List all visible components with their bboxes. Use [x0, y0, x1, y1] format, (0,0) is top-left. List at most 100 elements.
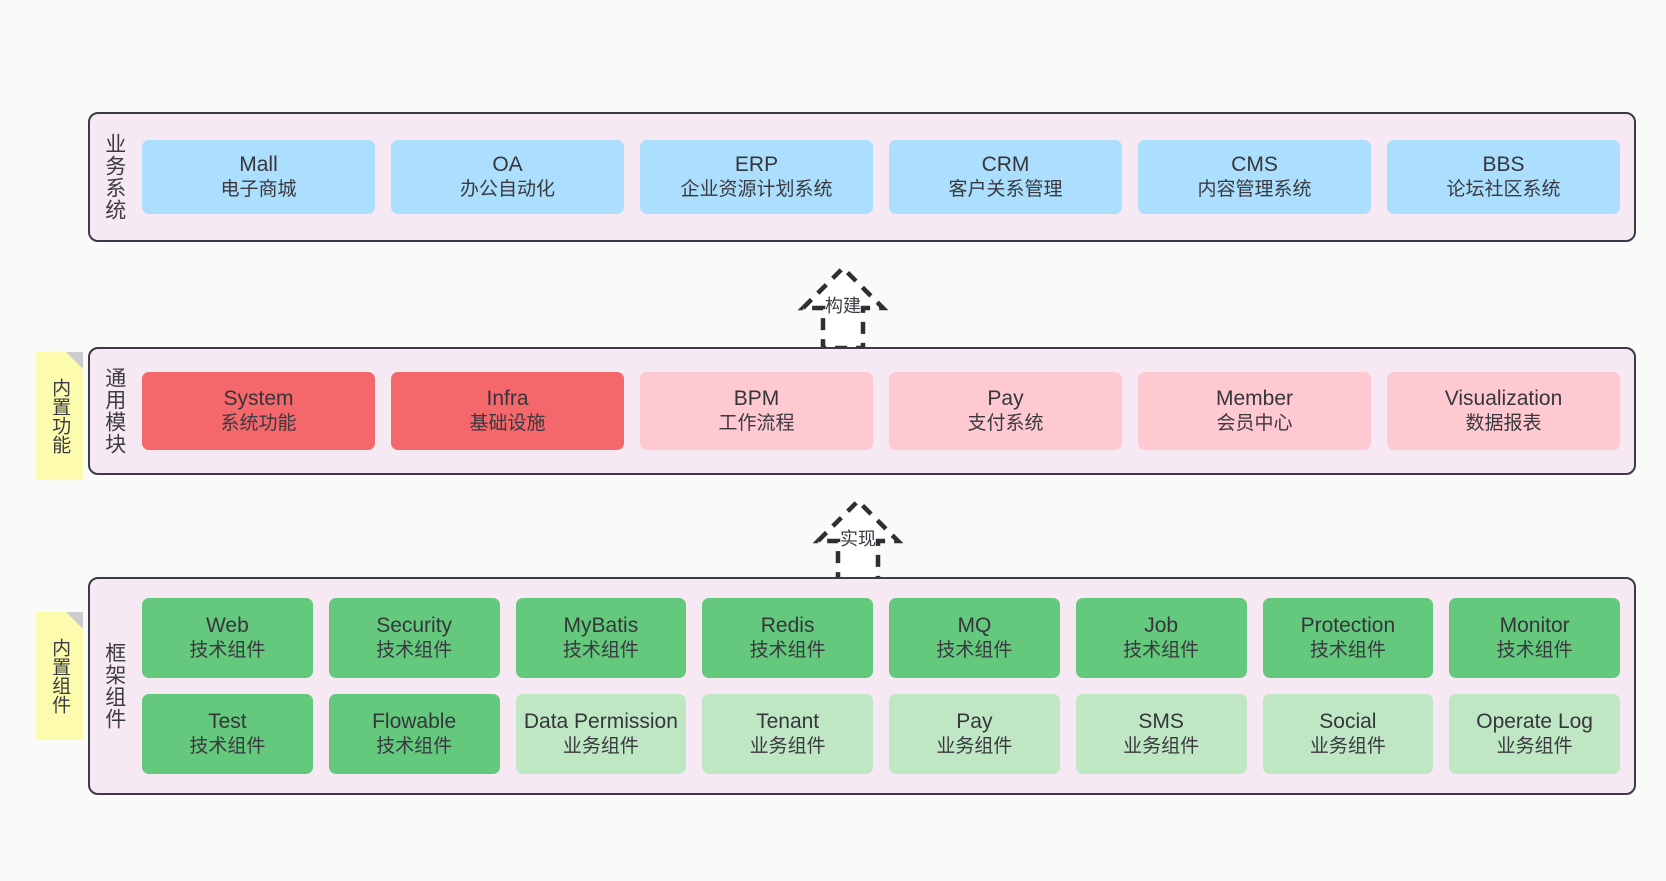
- box-title: MQ: [957, 614, 992, 638]
- layer-title-framework: 框架组件: [102, 642, 126, 730]
- layer-body-business: Mall 电子商城 OA 办公自动化 ERP 企业资源计划系统 CRM 客户关系…: [138, 114, 1634, 240]
- box-pay-component[interactable]: Pay 业务组件: [889, 694, 1060, 774]
- box-subtitle: 技术组件: [1123, 640, 1200, 662]
- box-subtitle: 系统功能: [220, 413, 297, 435]
- box-title: BPM: [733, 387, 780, 411]
- row-framework-1: Web 技术组件 Security 技术组件 MyBatis 技术组件 Redi…: [142, 598, 1620, 678]
- box-subtitle: 技术组件: [562, 640, 639, 662]
- box-system[interactable]: System 系统功能: [142, 372, 375, 450]
- box-mybatis[interactable]: MyBatis 技术组件: [515, 598, 687, 678]
- box-subtitle: 技术组件: [376, 736, 453, 758]
- box-subtitle: 技术组件: [936, 640, 1013, 662]
- box-title: System: [223, 387, 294, 411]
- box-title: SMS: [1138, 710, 1184, 734]
- box-subtitle: 基础设施: [469, 413, 546, 435]
- box-social[interactable]: Social 业务组件: [1262, 694, 1434, 774]
- connector-build: 构建: [753, 256, 933, 356]
- box-bpm[interactable]: BPM 工作流程: [640, 372, 873, 450]
- box-title: BBS: [1482, 153, 1525, 177]
- box-title: Security: [376, 614, 453, 638]
- box-subtitle: 业务组件: [562, 736, 639, 758]
- box-title: Visualization: [1444, 387, 1563, 411]
- box-title: Pay: [956, 710, 993, 734]
- note-builtin-components: 内置组件: [36, 612, 83, 740]
- box-subtitle: 会员中心: [1216, 413, 1293, 435]
- connector-implement-label: 实现: [840, 529, 876, 549]
- box-title: Social: [1319, 710, 1377, 734]
- box-subtitle: 论坛社区系统: [1446, 179, 1561, 201]
- layer-title-business: 业务系统: [102, 133, 126, 221]
- box-flowable[interactable]: Flowable 技术组件: [328, 694, 500, 774]
- box-protection[interactable]: Protection 技术组件: [1262, 598, 1434, 678]
- row-framework-2: Test 技术组件 Flowable 技术组件 Data Permission …: [142, 694, 1620, 774]
- layer-title-common: 通用模块: [102, 367, 126, 455]
- box-title: Protection: [1300, 614, 1396, 638]
- box-title: Infra: [486, 387, 529, 411]
- box-mq[interactable]: MQ 技术组件: [889, 598, 1060, 678]
- box-security[interactable]: Security 技术组件: [328, 598, 500, 678]
- box-test[interactable]: Test 技术组件: [142, 694, 313, 774]
- note-label: 内置功能: [49, 378, 71, 454]
- box-job[interactable]: Job 技术组件: [1075, 598, 1247, 678]
- hollow-dashed-arrow-up-icon: [812, 497, 904, 584]
- box-cms[interactable]: CMS 内容管理系统: [1138, 140, 1371, 214]
- box-subtitle: 企业资源计划系统: [680, 179, 833, 201]
- box-subtitle: 技术组件: [1309, 640, 1386, 662]
- box-title: Job: [1144, 614, 1179, 638]
- box-bbs[interactable]: BBS 论坛社区系统: [1387, 140, 1620, 214]
- box-title: MyBatis: [563, 614, 639, 638]
- note-builtin-features: 内置功能: [36, 352, 83, 480]
- box-subtitle: 客户关系管理: [948, 179, 1063, 201]
- box-member[interactable]: Member 会员中心: [1138, 372, 1371, 450]
- box-subtitle: 业务组件: [1496, 736, 1573, 758]
- box-visualization[interactable]: Visualization 数据报表: [1387, 372, 1620, 450]
- connector-implement: 实现: [768, 489, 948, 589]
- layer-common-modules: 通用模块 System 系统功能 Infra 基础设施 BPM 工作流程 Pay…: [88, 347, 1636, 475]
- box-subtitle: 工作流程: [718, 413, 795, 435]
- box-title: Mall: [239, 153, 278, 177]
- box-title: Flowable: [372, 710, 457, 734]
- box-title: ERP: [734, 153, 779, 177]
- box-subtitle: 数据报表: [1465, 413, 1542, 435]
- box-title: Test: [208, 710, 247, 734]
- layer-business-systems: 业务系统 Mall 电子商城 OA 办公自动化 ERP 企业资源计划系统 CRM…: [88, 112, 1636, 242]
- box-title: Tenant: [756, 710, 820, 734]
- box-subtitle: 业务组件: [1309, 736, 1386, 758]
- box-subtitle: 技术组件: [189, 736, 266, 758]
- box-erp[interactable]: ERP 企业资源计划系统: [640, 140, 873, 214]
- box-mall[interactable]: Mall 电子商城: [142, 140, 375, 214]
- box-title: CRM: [981, 153, 1030, 177]
- box-sms[interactable]: SMS 业务组件: [1075, 694, 1247, 774]
- box-oa[interactable]: OA 办公自动化: [391, 140, 624, 214]
- box-subtitle: 技术组件: [189, 640, 266, 662]
- box-title: Redis: [760, 614, 815, 638]
- layer-body-framework: Web 技术组件 Security 技术组件 MyBatis 技术组件 Redi…: [138, 579, 1634, 793]
- box-title: Pay: [987, 387, 1024, 411]
- box-subtitle: 业务组件: [936, 736, 1013, 758]
- box-crm[interactable]: CRM 客户关系管理: [889, 140, 1122, 214]
- box-operate-log[interactable]: Operate Log 业务组件: [1449, 694, 1620, 774]
- box-data-permission[interactable]: Data Permission 业务组件: [515, 694, 687, 774]
- box-title: Member: [1215, 387, 1294, 411]
- box-subtitle: 业务组件: [749, 736, 826, 758]
- box-subtitle: 业务组件: [1123, 736, 1200, 758]
- box-web[interactable]: Web 技术组件: [142, 598, 313, 678]
- box-monitor[interactable]: Monitor 技术组件: [1449, 598, 1620, 678]
- box-title: Data Permission: [523, 710, 678, 734]
- row-common-1: System 系统功能 Infra 基础设施 BPM 工作流程 Pay 支付系统…: [142, 372, 1620, 450]
- connector-build-label: 构建: [825, 296, 861, 316]
- row-business-1: Mall 电子商城 OA 办公自动化 ERP 企业资源计划系统 CRM 客户关系…: [142, 140, 1620, 214]
- layer-body-common: System 系统功能 Infra 基础设施 BPM 工作流程 Pay 支付系统…: [138, 349, 1634, 473]
- box-title: Monitor: [1499, 614, 1570, 638]
- box-infra[interactable]: Infra 基础设施: [391, 372, 624, 450]
- box-redis[interactable]: Redis 技术组件: [702, 598, 873, 678]
- box-subtitle: 支付系统: [967, 413, 1044, 435]
- note-label: 内置组件: [49, 638, 71, 714]
- box-tenant[interactable]: Tenant 业务组件: [702, 694, 873, 774]
- box-subtitle: 技术组件: [749, 640, 826, 662]
- box-subtitle: 办公自动化: [459, 179, 555, 201]
- box-subtitle: 技术组件: [376, 640, 453, 662]
- box-pay-module[interactable]: Pay 支付系统: [889, 372, 1122, 450]
- box-title: OA: [492, 153, 523, 177]
